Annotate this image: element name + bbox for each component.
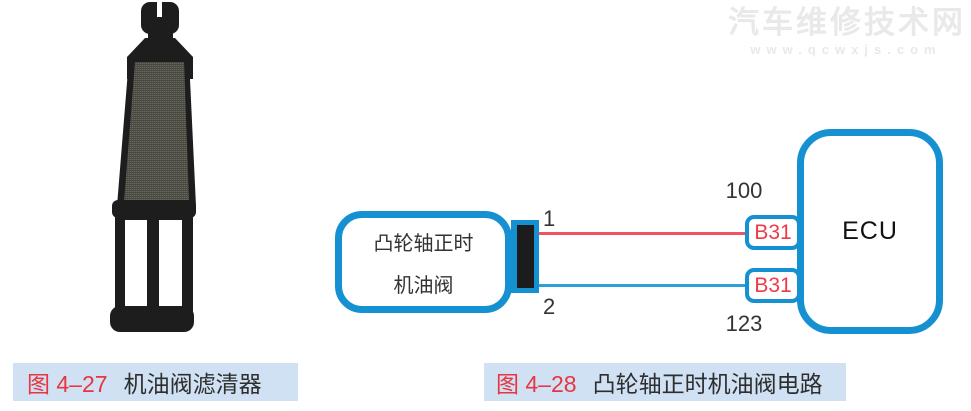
valve-label-line2: 机油阀 (393, 274, 454, 297)
terminal-b31-bottom: B31 (745, 268, 801, 303)
watermark: 汽车维修技术网 www.qcwxjs.com (728, 4, 964, 58)
ecu-label: ECU (842, 217, 898, 245)
caption-number-left: 图 4–27 (27, 371, 108, 397)
pin-1-label: 1 (543, 206, 556, 231)
valve-connector (511, 220, 539, 293)
camshaft-timing-oil-valve-box: 凸轮轴正时 机油阀 (335, 211, 512, 313)
connector-black-insert (517, 225, 534, 288)
ecu-pin-123-label: 123 (725, 311, 763, 336)
oil-valve-filter-photo (110, 2, 196, 332)
watermark-site-name: 汽车维修技术网 (728, 5, 966, 40)
wire-blue (537, 284, 747, 287)
terminal-b31-top: B31 (745, 215, 801, 250)
caption-title-right: 凸轮轴正时机油阀电路 (592, 371, 823, 397)
watermark-site-url: www.qcwxjs.com (750, 42, 942, 57)
wire-red (537, 232, 747, 235)
caption-number-right: 图 4–28 (496, 371, 577, 397)
ecu-pin-100-label: 100 (725, 178, 763, 203)
figure-caption-right: 图 4–28 凸轮轴正时机油阀电路 (484, 363, 846, 401)
valve-label-line1: 凸轮轴正时 (373, 232, 474, 255)
pin-2-label: 2 (543, 294, 556, 319)
figure-caption-left: 图 4–27 机油阀滤清器 (13, 363, 298, 401)
ecu-box: ECU (797, 129, 943, 334)
caption-title-left: 机油阀滤清器 (123, 371, 262, 397)
